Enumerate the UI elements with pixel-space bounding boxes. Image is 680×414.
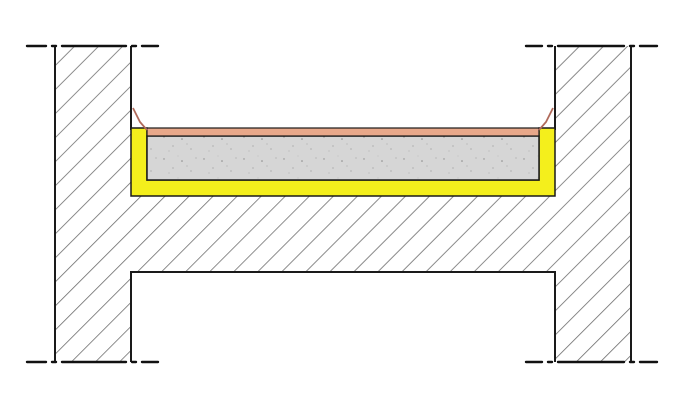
edge-flashing	[132, 107, 554, 131]
structure-hatched-section	[55, 46, 631, 362]
screed-layer	[146, 135, 540, 181]
wall-axis-lines	[25, 44, 659, 364]
structure-outline	[54, 46, 632, 362]
floor-covering-layer	[146, 127, 540, 137]
